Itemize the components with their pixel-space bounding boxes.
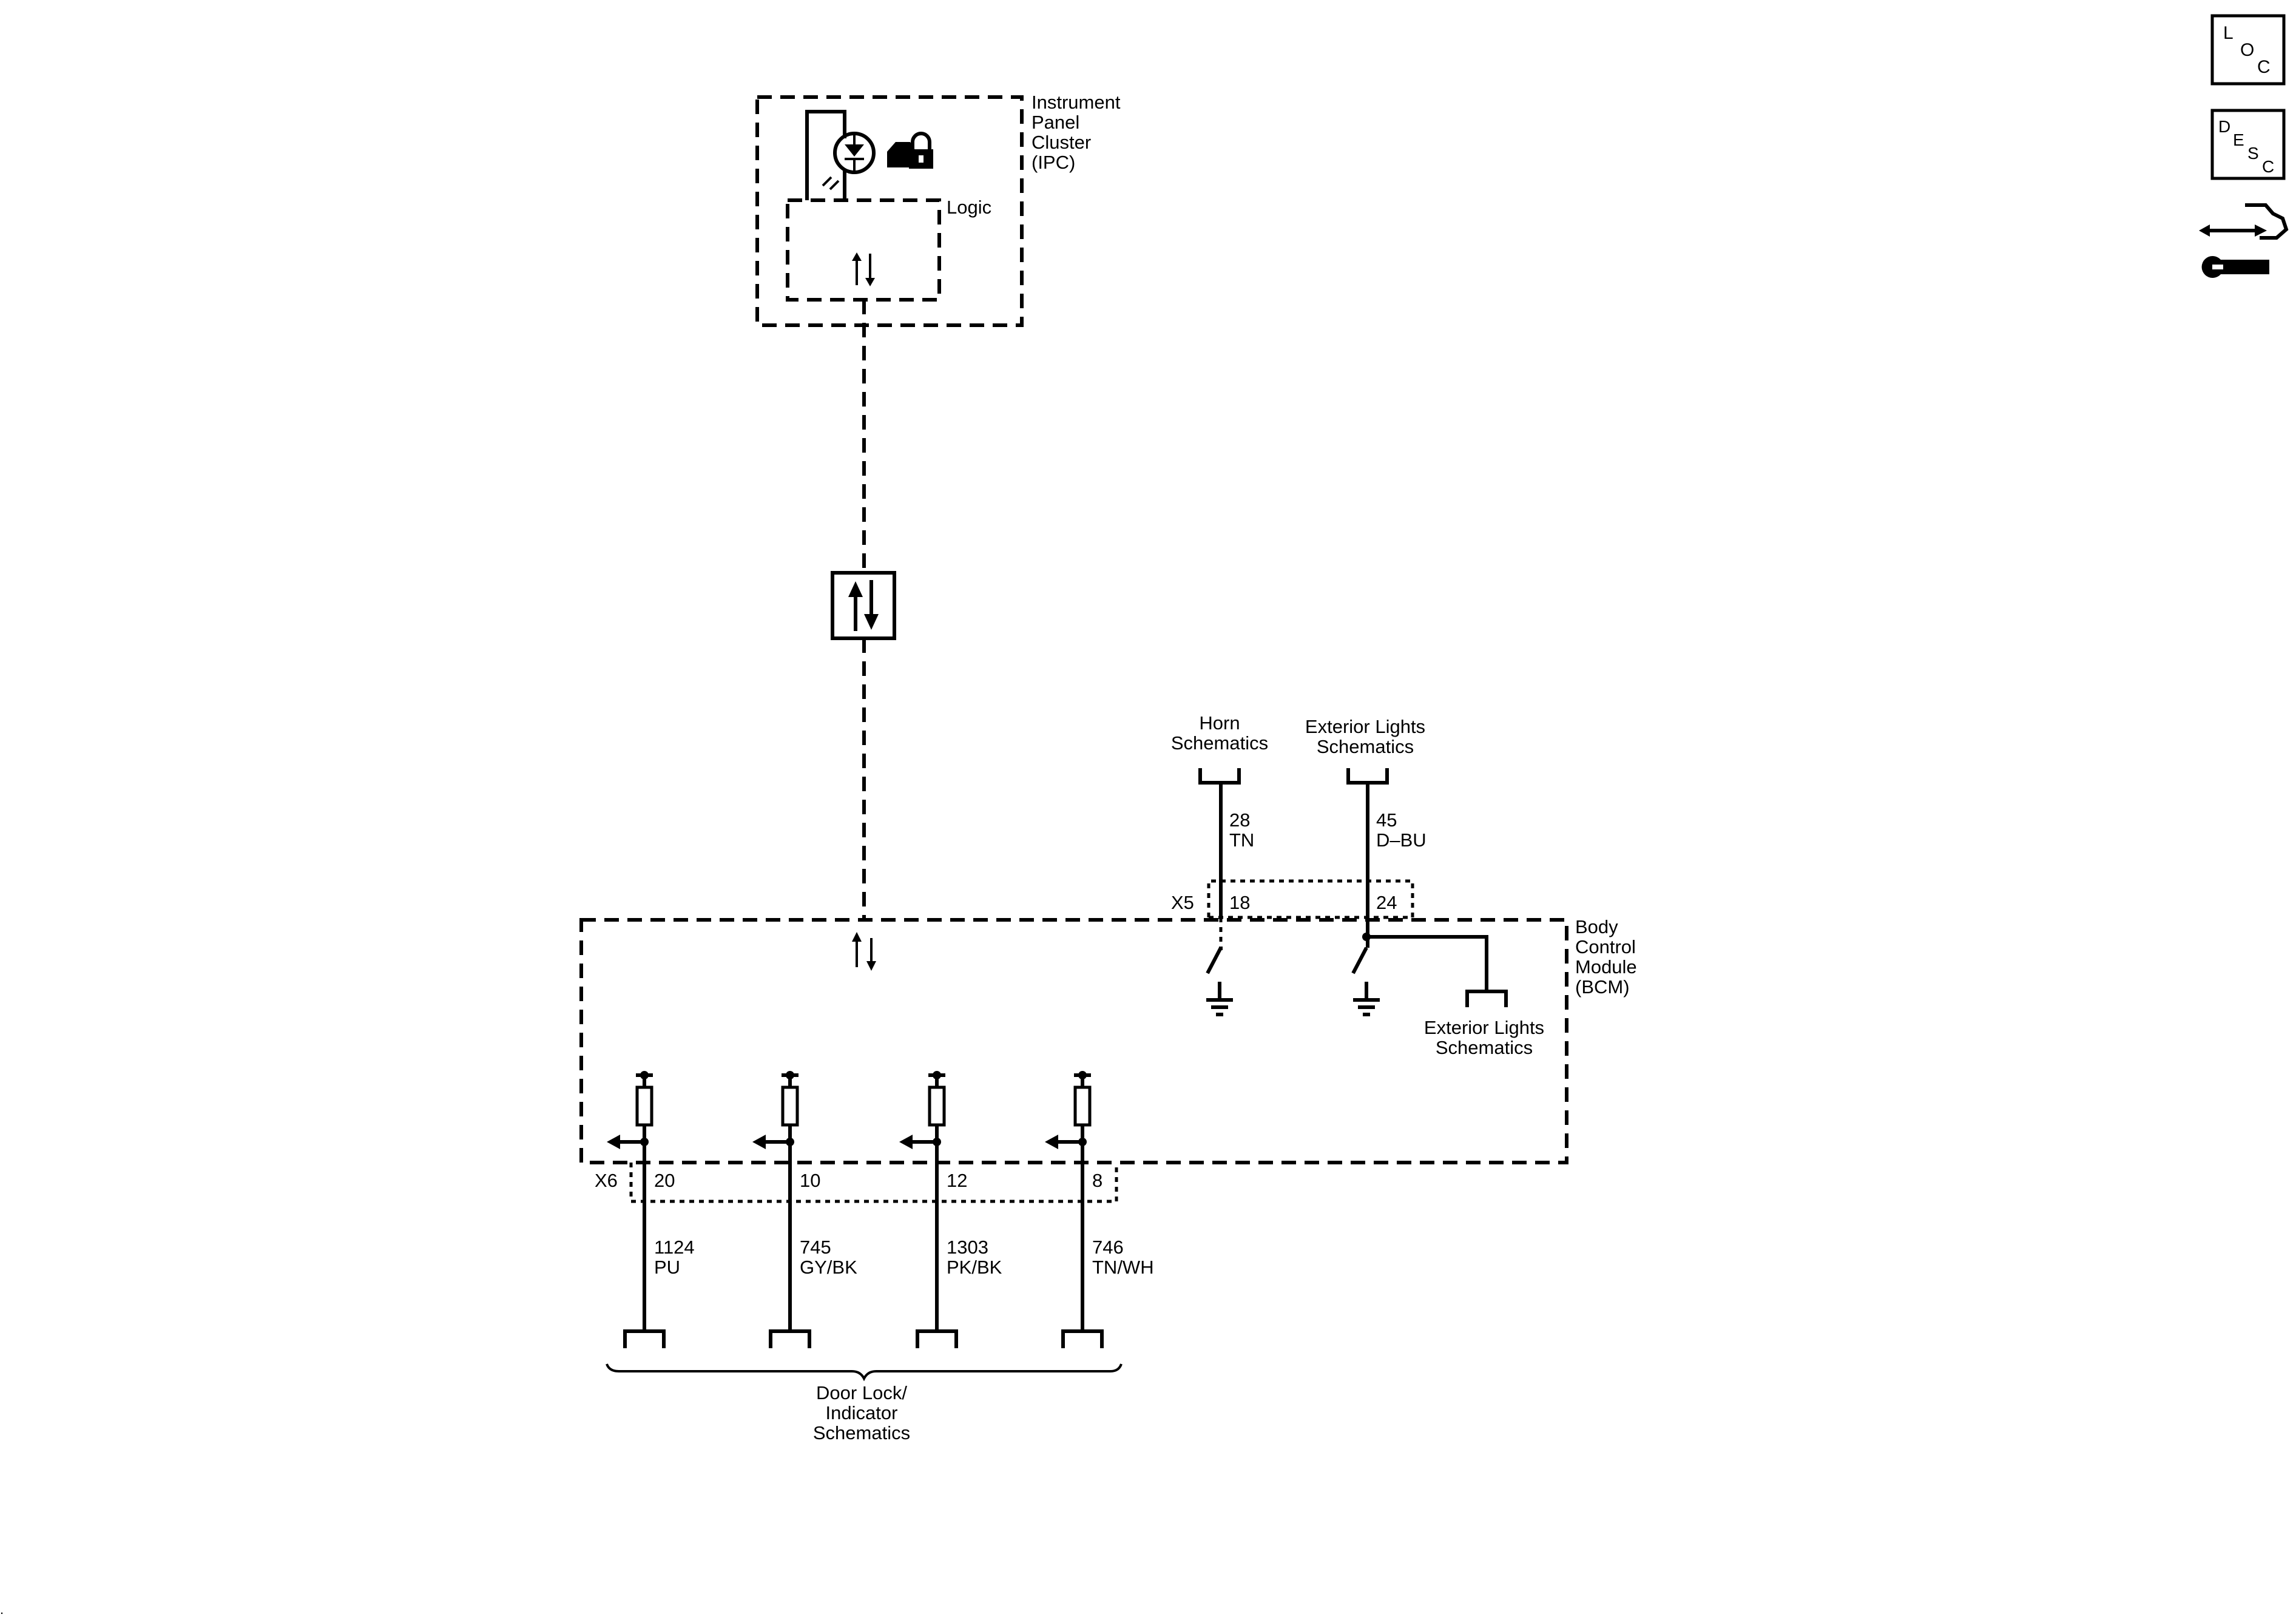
exterior-lights-branch-label-line1: Exterior Lights [1424,1017,1544,1038]
pullup-resistor [928,1085,946,1127]
exterior-lights-circuit-number: 45 [1376,809,1397,831]
ipc-module: Instrument Panel Cluster (IPC) Logic [755,92,1121,327]
bcm-outline [579,918,1568,1164]
exterior-lights-branch-wire [1368,935,1488,991]
pullup-resistor [781,1085,799,1127]
serial-data-link-icon [831,571,896,640]
exterior-lights-wire-color: D–BU [1376,829,1427,851]
ipc-label-line2: Panel [1032,112,1079,133]
bcm-label-line4: (BCM) [1575,976,1630,998]
horn-connector-symbol [1198,768,1241,785]
horn-wire-color: TN [1229,829,1254,851]
horn-switch [1206,947,1223,974]
pullup-resistor [1073,1085,1092,1127]
output-wire-color: GY/BK [800,1257,857,1278]
signal-input-arrow-icon [607,1135,620,1149]
output-connector-symbol [916,1329,958,1348]
signal-input-arrow-icon [899,1135,913,1149]
output-pin-number: 8 [1092,1170,1102,1191]
ipc-outline [755,95,1024,327]
signal-input-arrow-icon [752,1135,766,1149]
ipc-serial-data-arrows-icon [852,252,875,286]
exterior-lights-pin-number: 24 [1376,892,1397,913]
exterior-lights-switch [1351,947,1368,974]
output-wire-color: TN/WH [1092,1257,1154,1278]
output-circuit-number: 1124 [654,1237,695,1258]
bcm-label-line1: Body [1575,916,1618,937]
door-lock-label-line3: Schematics [813,1422,910,1443]
horn-label-line1: Horn [1199,712,1240,734]
bcm-module: Body Control Module (BCM) [579,916,1637,1164]
exterior-lights-connector-symbol [1346,768,1389,785]
bcm-serial-data-arrows-icon [852,932,876,971]
door-lock-label-line1: Door Lock/ [816,1382,907,1403]
door-lock-label-line2: Indicator [826,1402,898,1423]
door-lock-brace [606,1363,1123,1382]
ipc-logic-outline [786,198,941,302]
horn-circuit: Horn Schematics 28 TN 18 [1171,712,1268,1016]
desc-letter-c: C [2262,157,2274,176]
output-connector-symbol [1061,1329,1104,1348]
corner-mark: . [0,1602,4,1617]
desc-letter-s: S [2247,144,2259,163]
output-circuit-number: 1303 [947,1237,988,1258]
exterior-lights-circuit: Exterior Lights Schematics 45 D–BU 24 Ex… [1305,716,1544,1058]
x6-connector-label: X6 [595,1170,618,1191]
x5-connector-label: X5 [1171,892,1194,913]
ipc-label-line4: (IPC) [1032,152,1075,173]
loc-button[interactable]: L O C [2210,14,2286,86]
pullup-resistor [635,1085,653,1127]
loc-letter-o: O [2240,40,2254,60]
horn-ground-icon [1206,998,1233,1016]
exterior-lights-label-line2: Schematics [1317,736,1414,757]
output-pin-number: 10 [800,1170,820,1191]
bcm-label-line3: Module [1575,956,1637,977]
output-connector-symbol [769,1329,811,1348]
output-pin-number: 12 [947,1170,967,1191]
output-circuit-number: 746 [1092,1237,1124,1258]
output-circuit-number: 745 [800,1237,831,1258]
exterior-lights-branch-connector [1465,990,1508,1007]
signal-input-arrow-icon [1045,1135,1058,1149]
x6-connector: X6 [595,1163,1118,1203]
horn-label-line2: Schematics [1171,732,1268,754]
loc-letter-l: L [2223,23,2234,43]
lamp-bracket-wire [805,110,846,200]
x5-connector: X5 [1171,879,1414,919]
door-lock-indicator-icon [887,132,933,169]
exterior-lights-label-line1: Exterior Lights [1305,716,1425,737]
horn-circuit-number: 28 [1229,809,1250,831]
output-wire-color: PK/BK [947,1257,1002,1278]
ipc-label-line3: Cluster [1032,132,1091,153]
desc-letter-d: D [2218,117,2230,136]
ipc-label-line1: Instrument [1032,92,1121,113]
desc-button[interactable]: D E S C [2210,109,2286,180]
desc-letter-e: E [2233,130,2244,149]
exterior-lights-branch-label-line2: Schematics [1436,1037,1533,1058]
loc-letter-c: C [2257,57,2271,77]
output-connector-symbol [623,1329,666,1348]
output-wire-color: PU [654,1257,680,1278]
output-pin-number: 20 [654,1170,675,1191]
exterior-lights-ground-icon [1353,998,1380,1016]
ipc-logic-label: Logic [947,197,991,218]
indicator-led-icon [822,132,876,191]
horn-pin-number: 18 [1229,892,1250,913]
connector-service-icon[interactable] [2199,203,2289,278]
bcm-label-line2: Control [1575,936,1636,957]
